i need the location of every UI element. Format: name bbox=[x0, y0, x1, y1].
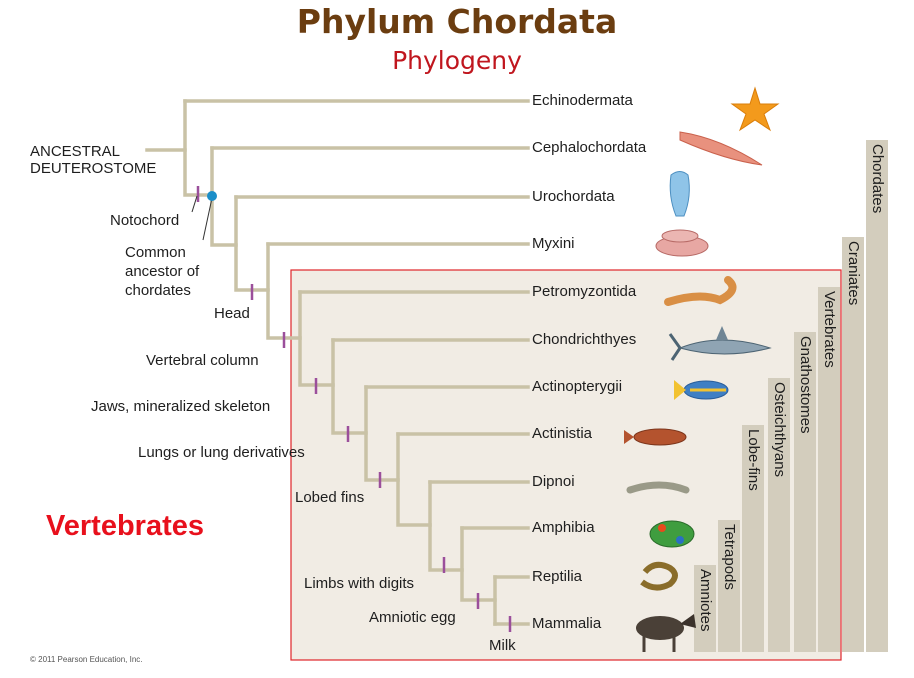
taxon-label-actinopterygii: Actinopterygii bbox=[532, 378, 623, 395]
group-label-tetrapods: Tetrapods bbox=[721, 524, 738, 590]
group-label-craniates: Craniates bbox=[845, 241, 862, 306]
lungfish-icon bbox=[626, 481, 690, 494]
tunicate-icon bbox=[669, 171, 690, 217]
character-label-common-ancestor-1: Common bbox=[125, 244, 186, 261]
lancelet-icon bbox=[679, 131, 763, 166]
group-label-lobe-fins: Lobe-fins bbox=[745, 429, 762, 491]
character-ticks bbox=[196, 186, 512, 632]
group-bar-craniates bbox=[842, 237, 864, 652]
taxon-label-echinodermata: Echinodermata bbox=[532, 92, 633, 109]
group-bar-osteichthyans bbox=[768, 378, 790, 652]
page-title: Phylum Chordata bbox=[296, 2, 618, 41]
group-label-chordates: Chordates bbox=[869, 144, 886, 214]
group-bar-gnathostomes bbox=[794, 332, 816, 652]
group-bar-vertebrates bbox=[818, 287, 840, 652]
taxon-label-cephalochordata: Cephalochordata bbox=[532, 139, 647, 156]
taxon-label-petromyzontida: Petromyzontida bbox=[532, 283, 637, 300]
root-label-line1: ANCESTRAL bbox=[30, 143, 121, 160]
lamprey-icon bbox=[664, 276, 737, 306]
frog-icon bbox=[649, 520, 695, 548]
taxon-label-myxini: Myxini bbox=[532, 235, 575, 252]
character-label-common-ancestor-2: ancestor of bbox=[125, 263, 200, 280]
group-bar-tetrapods bbox=[718, 520, 740, 652]
character-label-head: Head bbox=[214, 305, 250, 322]
wildebeest-icon bbox=[636, 614, 696, 652]
tree-branches bbox=[145, 99, 530, 626]
copyright-notice: © 2011 Pearson Education, Inc. bbox=[30, 655, 143, 664]
character-label-vertebral-column: Vertebral column bbox=[146, 352, 259, 369]
character-label-notochord: Notochord bbox=[110, 212, 180, 229]
common-ancestor-node bbox=[207, 191, 217, 201]
taxon-label-reptilia: Reptilia bbox=[532, 568, 583, 585]
character-label-lobed-fins: Lobed fins bbox=[295, 489, 365, 506]
taxon-label-amphibia: Amphibia bbox=[532, 519, 595, 536]
root-label-line2: DEUTEROSTOME bbox=[30, 160, 157, 177]
group-bar-chordates bbox=[866, 140, 888, 652]
group-bar-lobe-fins bbox=[742, 425, 764, 652]
taxon-label-mammalia: Mammalia bbox=[532, 615, 602, 632]
taxon-label-actinistia: Actinistia bbox=[532, 425, 593, 442]
group-label-osteichthyans: Osteichthyans bbox=[771, 382, 788, 478]
group-label-amniotes: Amniotes bbox=[697, 569, 714, 632]
taxon-label-urochordata: Urochordata bbox=[532, 188, 615, 205]
group-label-vertebrates: Vertebrates bbox=[821, 291, 838, 368]
group-bar-amniotes bbox=[694, 565, 716, 652]
snake-icon bbox=[640, 561, 678, 591]
taxon-label-chondrichthyes: Chondrichthyes bbox=[532, 331, 637, 348]
taxon-label-dipnoi: Dipnoi bbox=[532, 473, 575, 490]
character-label-limbs: Limbs with digits bbox=[304, 575, 415, 592]
character-label-lungs: Lungs or lung derivatives bbox=[138, 444, 305, 461]
character-label-jaws: Jaws, mineralized skeleton bbox=[91, 398, 271, 415]
ancestor-pointer-line bbox=[202, 197, 213, 241]
vertebrates-highlight-label: Vertebrates bbox=[46, 510, 204, 542]
page-subtitle: Phylogeny bbox=[392, 46, 522, 75]
ray-finned-fish-icon bbox=[674, 380, 729, 400]
coelacanth-icon bbox=[624, 428, 687, 446]
starfish-icon bbox=[730, 86, 780, 132]
group-label-gnathostomes: Gnathostomes bbox=[797, 336, 814, 434]
character-label-milk: Milk bbox=[489, 637, 516, 654]
hagfish-icon bbox=[655, 229, 709, 257]
character-label-amniotic-egg: Amniotic egg bbox=[369, 609, 456, 626]
character-label-common-ancestor-3: chordates bbox=[125, 282, 191, 299]
shark-icon bbox=[668, 326, 772, 361]
